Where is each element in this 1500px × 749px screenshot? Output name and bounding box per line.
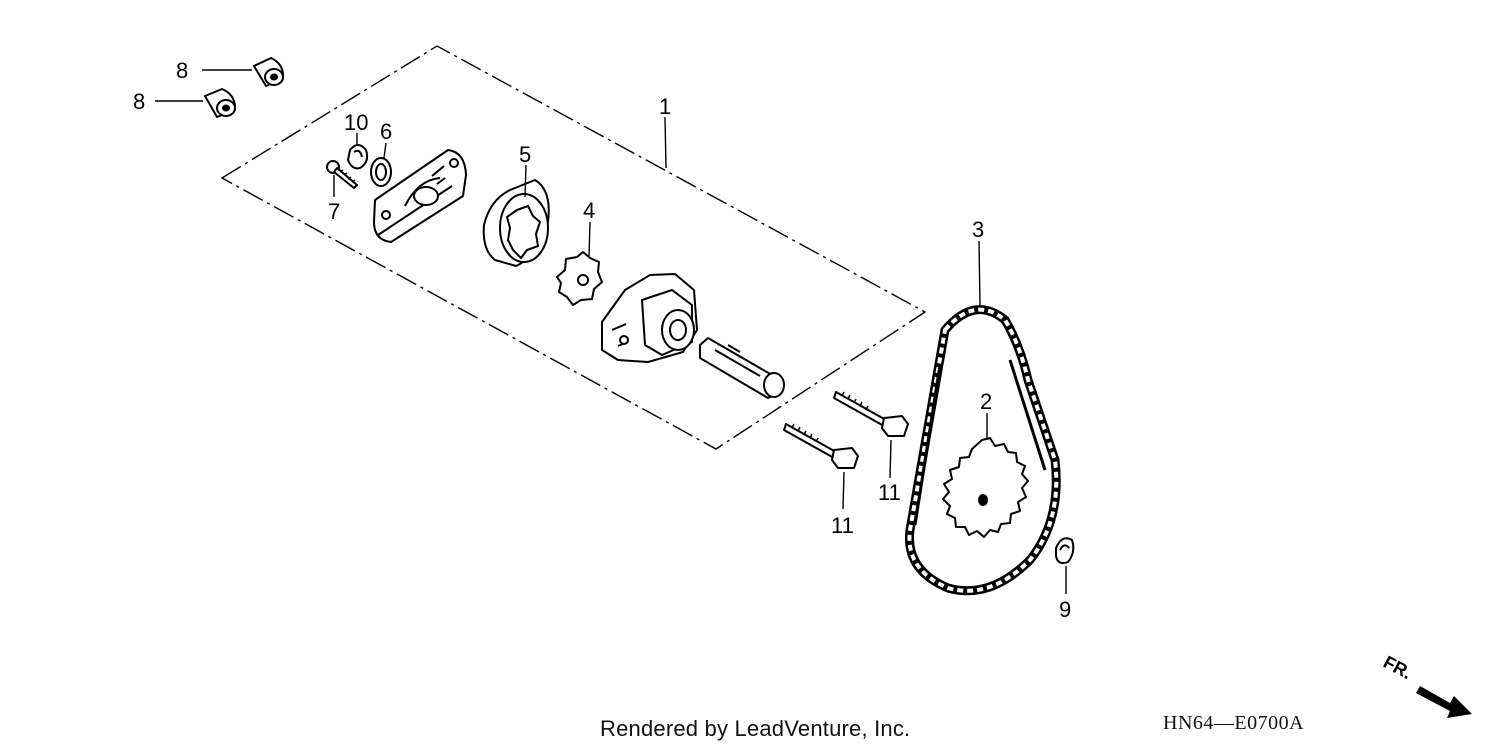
callout-11-left: 11 [831,513,854,538]
callout-8-lower: 8 [133,89,145,114]
front-arrow-icon [1416,686,1472,718]
callout-2: 2 [980,389,992,414]
pump-body[interactable] [601,273,698,363]
drive-chain[interactable] [904,305,1061,596]
flange-bolt-lower[interactable] [783,423,859,469]
pump-cover-plate[interactable] [373,149,467,243]
spring-clip[interactable] [347,144,369,170]
callout-7: 7 [328,199,340,224]
dowel-pin-lower[interactable] [204,88,237,118]
callout-5: 5 [519,142,531,167]
diagram-code: HN64—E0700A [1163,712,1305,734]
callout-8-upper: 8 [176,58,188,83]
rendered-by-credit: Rendered by LeadVenture, Inc. [600,716,911,741]
front-direction-label: FR. [1380,652,1415,683]
callout-10: 10 [344,110,368,135]
dowel-pin-upper[interactable] [253,57,285,87]
o-ring-washer[interactable] [370,157,392,187]
callout-6: 6 [380,119,392,144]
pan-screw[interactable] [326,160,358,189]
assembly-boundary [220,45,927,450]
flange-bolt-upper[interactable] [833,391,909,437]
front-direction-marker: FR. [1380,652,1472,718]
callout-11-right: 11 [878,480,901,505]
circlip[interactable] [1055,537,1075,565]
callout-3: 3 [972,217,984,242]
callout-4: 4 [583,198,595,223]
pump-shaft[interactable] [699,337,785,399]
driven-sprocket[interactable] [942,437,1029,538]
callout-1: 1 [659,94,671,119]
inner-rotor[interactable] [556,251,603,306]
outer-rotor[interactable] [482,179,550,267]
callout-9: 9 [1059,597,1071,622]
